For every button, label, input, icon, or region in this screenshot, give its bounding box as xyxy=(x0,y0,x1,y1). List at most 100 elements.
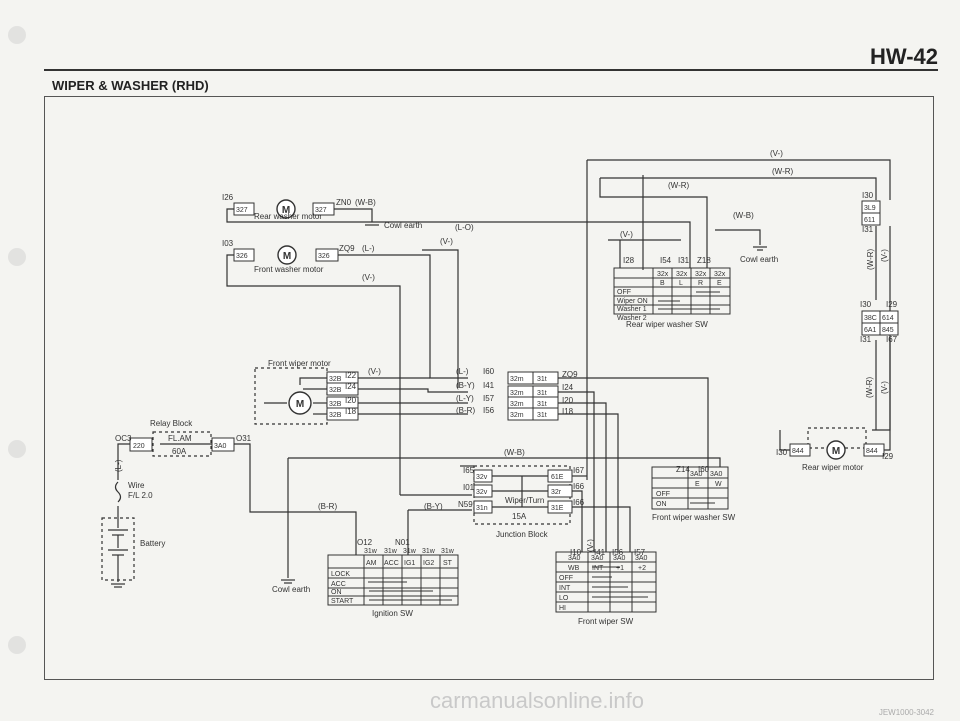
terminal-label: W xyxy=(715,481,722,488)
terminal-label: +2 xyxy=(638,565,646,572)
pin-label: I31 xyxy=(678,256,690,265)
connector-label: 3A0 xyxy=(591,555,604,562)
diagram-frame xyxy=(44,96,934,680)
pin-label: I67 xyxy=(573,466,585,475)
rear-washer-motor-icon xyxy=(276,199,296,219)
connector-label: 611 xyxy=(864,217,875,224)
connector-label: 3A0 xyxy=(568,555,581,562)
page-title: WIPER & WASHER (RHD) xyxy=(52,78,209,93)
pin-label: I57 xyxy=(483,394,495,403)
svg-text:M: M xyxy=(282,205,290,216)
rear-wiper-washer-sw-label: Rear wiper washer SW xyxy=(626,320,708,329)
front-wiper-sw-label: Front wiper SW xyxy=(578,617,634,626)
pin-label: I29 xyxy=(886,300,898,309)
fuse-rating: 15A xyxy=(512,512,527,521)
switch-position: ON xyxy=(656,501,667,508)
pin-label: I41 xyxy=(594,548,606,557)
switch-position: LO xyxy=(559,595,569,602)
pin-label: I57 xyxy=(634,548,646,557)
header-rule xyxy=(44,69,938,71)
wire-color-label: (V-) xyxy=(440,237,453,246)
wire-color-label: (V-) xyxy=(368,367,381,376)
wire-color-label: (L-) xyxy=(362,244,375,253)
front-washer-motor-label: Front washer motor xyxy=(254,265,324,274)
pin-label: N59 xyxy=(458,500,473,509)
connector-label: 32B xyxy=(329,387,342,394)
switch-position: OFF xyxy=(656,491,670,498)
binder-hole xyxy=(8,26,26,44)
pin-label: I56 xyxy=(612,548,624,557)
wire-color-label: (W-B) xyxy=(733,211,754,220)
connector-label: 32x xyxy=(714,271,726,278)
terminal-label: +1 xyxy=(616,565,624,572)
binder-hole xyxy=(8,248,26,266)
connector-label: 32m xyxy=(510,401,524,408)
wire-color-label: (V-) xyxy=(586,539,595,552)
connector-label: 327 xyxy=(315,207,327,214)
connector-label: 32v xyxy=(476,474,488,481)
pin-label: I66 xyxy=(573,482,585,491)
wire-color-label: (L-) xyxy=(456,367,469,376)
svg-text:M: M xyxy=(296,399,304,410)
front-wiper-motor-label: Front wiper motor xyxy=(268,359,331,368)
pin-label: ZQ9 xyxy=(562,370,578,379)
pin-label: ZQ9 xyxy=(339,244,355,253)
wire-color-label: (B-Y) xyxy=(424,502,443,511)
fuse-label: Wiper/Turn xyxy=(505,496,544,505)
pin-label: I01 xyxy=(463,483,475,492)
terminal-label: AM xyxy=(366,560,377,567)
wire-color-label: (B-Y) xyxy=(456,381,475,390)
pin-label: I24 xyxy=(345,382,357,391)
pin-label: I10 xyxy=(570,548,582,557)
binder-hole xyxy=(8,636,26,654)
wire-color-label: (W-R) xyxy=(772,167,794,176)
wire-color-label: (V-) xyxy=(770,149,783,158)
terminal-label: E xyxy=(695,481,700,488)
footer-code: JEW1000-3042 xyxy=(878,708,934,717)
wire-color-label: (W-R) xyxy=(866,248,875,270)
pin-label: I30 xyxy=(776,448,788,457)
connector-label: 31n xyxy=(476,505,488,512)
svg-text:M: M xyxy=(832,446,840,457)
pin-label: I29 xyxy=(882,452,894,461)
cowl-earth-label: Cowl earth xyxy=(740,255,778,264)
wire-spec: F/L 2.0 xyxy=(128,491,153,500)
connector-label: 31w xyxy=(422,548,436,555)
connector-label: 326 xyxy=(318,253,330,260)
relay-block-label: Relay Block xyxy=(150,419,193,428)
wire-color-label: (B-R) xyxy=(456,406,475,415)
connector-label: 327 xyxy=(236,207,248,214)
connector-label: 3A0 xyxy=(613,555,626,562)
connector-label: 31w xyxy=(364,548,378,555)
pin-label: I24 xyxy=(562,383,574,392)
connector-label: 6A1 xyxy=(864,327,877,334)
connector-label: 220 xyxy=(133,443,145,450)
connector-label: 844 xyxy=(866,448,878,455)
fuse-rating: 60A xyxy=(172,447,187,456)
connector-label: 31t xyxy=(537,376,547,383)
wire-color-label: (V-) xyxy=(362,273,375,282)
wire-color-label: (V-) xyxy=(880,381,889,394)
rear-washer-motor-label: Rear washer motor xyxy=(254,212,322,221)
watermark: carmanualsonline.info xyxy=(430,688,645,713)
pin-label: I03 xyxy=(222,239,234,248)
terminal-label: B xyxy=(660,280,665,287)
connector-label: 3A0 xyxy=(690,471,703,478)
pin-label: OC3 xyxy=(115,434,132,443)
connector-label: 32B xyxy=(329,376,342,383)
terminal-label: L xyxy=(679,280,683,287)
pin-label: I26 xyxy=(222,193,234,202)
pin-label: N01 xyxy=(395,538,410,547)
pin-label: I67 xyxy=(886,335,898,344)
binder-hole xyxy=(8,440,26,458)
pin-label: O12 xyxy=(357,538,373,547)
switch-position: Washer 2 xyxy=(617,315,647,322)
rear-wiper-motor-icon xyxy=(826,440,846,460)
connector-label: 31w xyxy=(384,548,398,555)
connector-label: 31t xyxy=(537,390,547,397)
wire-color-label: (W-B) xyxy=(504,448,525,457)
connector-label: 31t xyxy=(537,401,547,408)
switch-position: LOCK xyxy=(331,571,350,578)
pin-label: O31 xyxy=(236,434,252,443)
connector-label: 31w xyxy=(441,548,455,555)
